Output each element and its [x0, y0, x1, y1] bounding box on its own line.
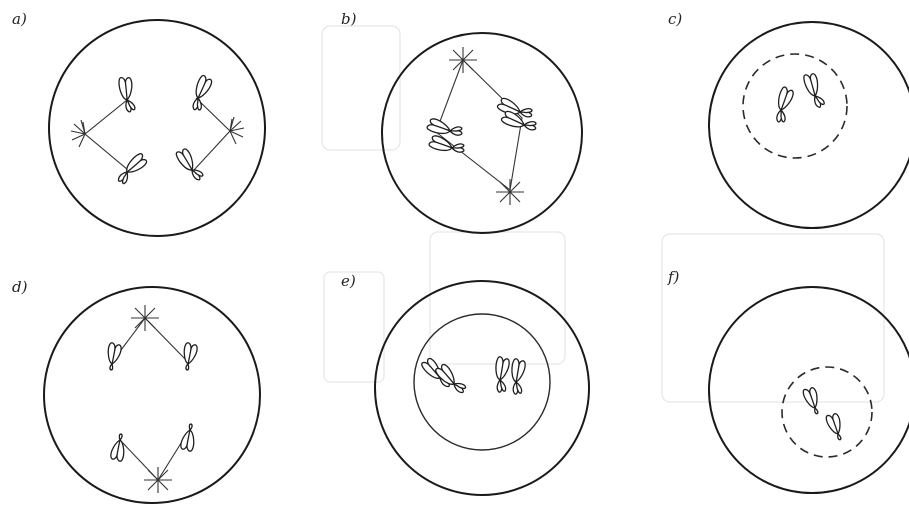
chromatid-f1	[801, 385, 826, 415]
chromosome-a2	[191, 75, 213, 113]
panel-d	[44, 287, 260, 503]
chromatid-d4	[181, 424, 194, 451]
cell-membrane-b	[382, 33, 582, 233]
panel-a	[49, 20, 265, 236]
chromatid-d1	[108, 343, 121, 370]
cell-membrane-c	[709, 22, 909, 228]
chromosome-a4	[174, 146, 207, 182]
nuclear-envelope-c	[743, 54, 847, 158]
cell-membrane-e	[375, 281, 589, 495]
centrosome-bottom-b	[496, 179, 524, 205]
panel-e	[375, 281, 589, 495]
centrosome-right-a	[230, 117, 244, 144]
centrosome-top-d	[131, 305, 159, 331]
spindle-a	[85, 98, 230, 170]
centrosome-left-a	[71, 120, 85, 147]
chromosome-c1	[775, 86, 794, 123]
nuclear-envelope-e	[414, 314, 550, 450]
panel-b	[382, 33, 582, 233]
background-faint-marks	[322, 26, 884, 402]
chromatid-f2	[824, 411, 849, 441]
chromosome-e3	[496, 357, 509, 392]
cell-membrane-d	[44, 287, 260, 503]
panel-f	[709, 287, 909, 493]
centrosome-top-b	[449, 47, 477, 73]
cell-membrane-f	[709, 287, 909, 493]
chromosome-b2	[428, 135, 465, 154]
chromatid-d3	[111, 434, 124, 461]
chromosome-b1	[426, 118, 463, 137]
chromosome-c2	[802, 71, 829, 109]
chromosome-a1	[117, 75, 139, 113]
panel-c	[709, 22, 909, 228]
nuclear-envelope-f	[782, 367, 872, 457]
chromosome-a3	[116, 152, 149, 188]
chromosome-e4	[512, 359, 525, 394]
centrosome-bottom-d	[144, 467, 172, 493]
chromatid-d2	[184, 343, 197, 370]
chromosome-b4	[501, 110, 539, 132]
